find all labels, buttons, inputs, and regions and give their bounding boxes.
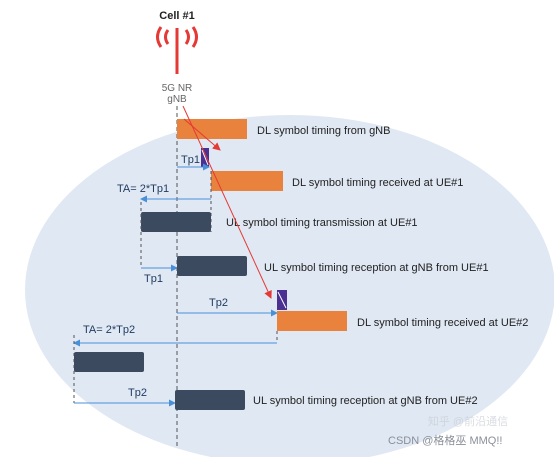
ul-tx-ue2-symbol-block xyxy=(74,352,144,372)
dl-gnb-symbol-block xyxy=(177,119,247,139)
dl-propagation-arrow-ue1 xyxy=(183,118,221,151)
ul-tx-ue1-label: UL symbol timing transmission at UE#1 xyxy=(226,217,418,229)
tp2-label-b: Tp2 xyxy=(128,387,147,399)
dl-gnb-label: DL symbol timing from gNB xyxy=(257,125,390,137)
station-label-line2: gNB xyxy=(167,94,187,105)
ta2-label: TA= 2*Tp2 xyxy=(83,324,135,336)
cell-title: Cell #1 xyxy=(159,10,194,22)
dl-propagation-arrow-ue2 xyxy=(182,105,272,299)
dl-ue1-symbol-block xyxy=(211,171,283,191)
antenna-icon xyxy=(156,26,198,74)
station-label-line1: 5G NR xyxy=(162,83,193,94)
ta1-label: TA= 2*Tp1 xyxy=(117,183,169,195)
dl-ue2-label: DL symbol timing received at UE#2 xyxy=(357,317,528,329)
ul-rx-ue2-symbol-block xyxy=(175,390,245,410)
tp2-label-a: Tp2 xyxy=(209,297,228,309)
tp1-label-a: Tp1 xyxy=(181,154,200,166)
ul-rx-ue1-symbol-block xyxy=(177,256,247,276)
cell-coverage-area xyxy=(25,115,554,462)
ul-rx-ue2-label: UL symbol timing reception at gNB from U… xyxy=(253,395,478,407)
ul-rx-ue1-label: UL symbol timing reception at gNB from U… xyxy=(264,262,489,274)
dl-ue2-symbol-block xyxy=(277,311,347,331)
dl-ue1-label: DL symbol timing received at UE#1 xyxy=(292,177,463,189)
ul-tx-ue1-symbol-block xyxy=(141,212,211,232)
tp1-label-b: Tp1 xyxy=(144,273,163,285)
watermark-faint: 知乎 @前沿通信 xyxy=(428,414,508,428)
watermark: CSDN @格格巫 MMQ!! xyxy=(388,433,502,447)
